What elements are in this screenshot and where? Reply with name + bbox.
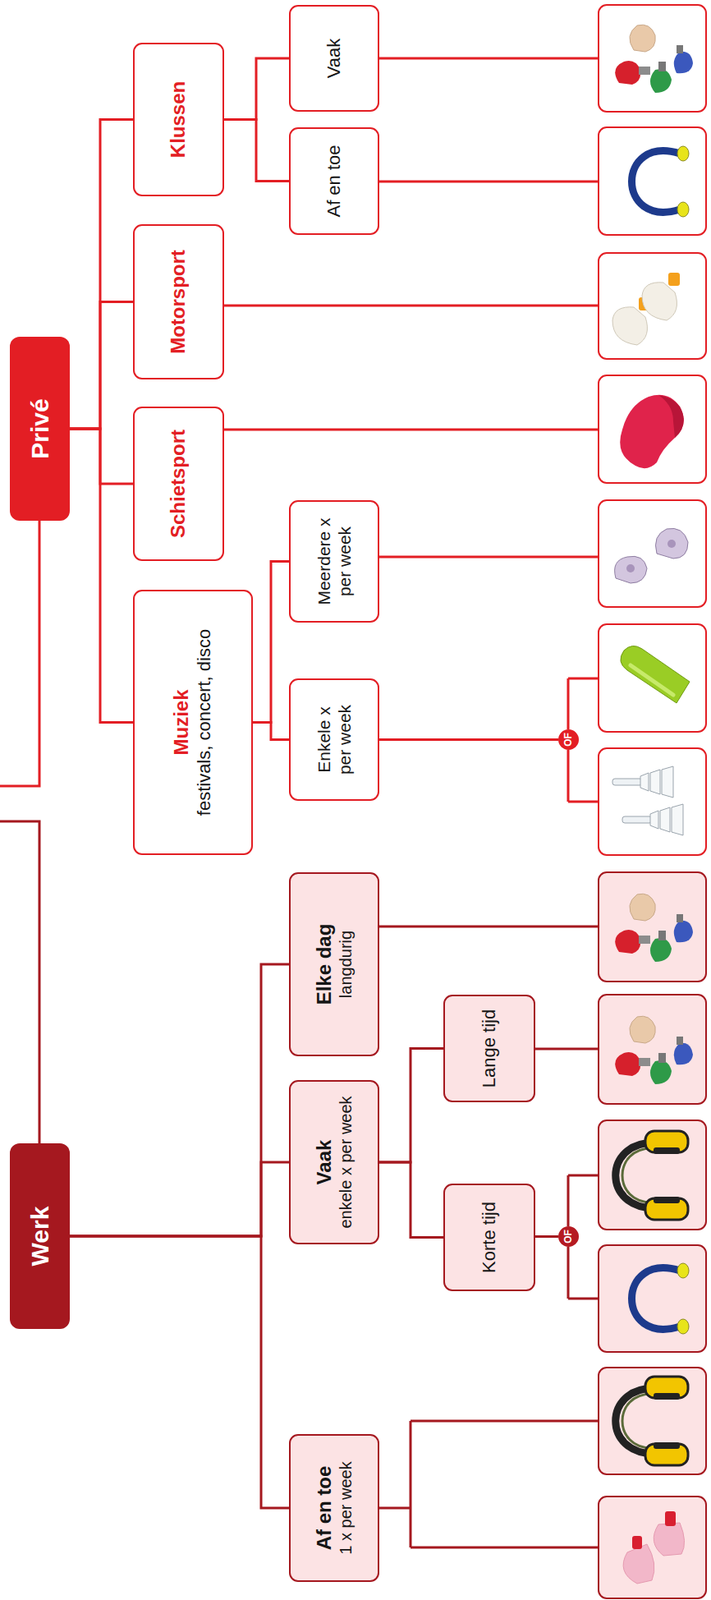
drawing-part bbox=[620, 645, 690, 703]
connector-line bbox=[379, 738, 559, 741]
drawing-part bbox=[598, 871, 707, 982]
drawing-part bbox=[598, 4, 707, 112]
box-label: Korte tijd bbox=[478, 1201, 500, 1273]
frequency-box: Elke daglangdurig bbox=[288, 871, 380, 1056]
drawing-part bbox=[619, 394, 684, 468]
or-circle: OF bbox=[558, 729, 579, 750]
drawing-part bbox=[379, 925, 599, 928]
connector-line bbox=[379, 1161, 444, 1238]
connector-line bbox=[69, 428, 134, 484]
connector-line bbox=[379, 1048, 444, 1163]
activity-box: Muziekfestivals, concert, disco bbox=[133, 589, 253, 855]
box-label: Motorsport bbox=[166, 249, 191, 354]
duration-box: Lange tijd bbox=[443, 994, 536, 1102]
drawing-part bbox=[614, 893, 693, 962]
box-label: Vaak bbox=[312, 1139, 337, 1185]
box-label: Klussen bbox=[166, 81, 191, 158]
box-label: enkele x per week bbox=[335, 1095, 356, 1228]
activity-box: Schietsport bbox=[133, 406, 225, 561]
drawing-part bbox=[0, 821, 40, 1143]
drawing-part bbox=[612, 766, 684, 835]
drawing-part bbox=[598, 994, 707, 1104]
connector-line bbox=[69, 963, 289, 1236]
connector-line bbox=[69, 1161, 289, 1236]
connector-line bbox=[252, 722, 289, 740]
box-label: OF bbox=[562, 1229, 574, 1244]
frequency-box: Vaakenkele x per week bbox=[288, 1079, 380, 1244]
connector-line bbox=[535, 1234, 559, 1238]
drawing-part bbox=[224, 304, 599, 308]
connector-line bbox=[224, 119, 289, 182]
connector-line bbox=[69, 428, 134, 723]
box-label: Muziek bbox=[169, 689, 194, 756]
drawing-part bbox=[632, 1262, 690, 1334]
drawing-part bbox=[598, 1495, 707, 1598]
drawing-part bbox=[598, 127, 707, 235]
drawing-part bbox=[615, 1130, 689, 1220]
box-label: Lange tijd bbox=[478, 1009, 500, 1088]
drawing-part bbox=[614, 24, 693, 93]
frequency-box: Af en toe bbox=[288, 127, 380, 235]
box-label: Af en toe bbox=[312, 1465, 337, 1551]
drawing-part bbox=[379, 555, 599, 559]
decorative-lines bbox=[0, 58, 599, 1547]
activity-box: Klussen bbox=[133, 42, 225, 197]
drawing-part bbox=[224, 428, 599, 432]
drawing-part bbox=[598, 1119, 707, 1230]
connector-line bbox=[252, 561, 289, 723]
box-label: festivals, concert, disco bbox=[193, 628, 216, 816]
box-label: Werk bbox=[25, 1206, 56, 1267]
drawing-part bbox=[535, 1047, 599, 1051]
activity-box: Motorsport bbox=[133, 224, 225, 380]
box-label: 1 x per week bbox=[335, 1460, 356, 1554]
drawing-part bbox=[614, 1015, 693, 1084]
frequency-box: Enkele x per week bbox=[288, 678, 380, 801]
box-label: Schietsport bbox=[166, 429, 191, 538]
drawing-part bbox=[598, 623, 707, 732]
drawing-part bbox=[612, 272, 680, 345]
drawing-part bbox=[598, 1244, 707, 1352]
box-label: Meerdere x per week bbox=[313, 513, 355, 610]
drawing-part bbox=[598, 252, 707, 359]
box-label: Enkele x per week bbox=[313, 692, 355, 788]
drawing-part bbox=[598, 499, 707, 607]
category-box: Privé bbox=[9, 336, 70, 521]
duration-box: Korte tijd bbox=[443, 1183, 536, 1291]
drawing-part bbox=[598, 747, 707, 855]
drawing-part bbox=[0, 520, 40, 786]
drawing-part bbox=[379, 180, 599, 184]
drawing-part bbox=[598, 1366, 707, 1474]
drawing-part bbox=[623, 1510, 684, 1583]
box-label: Vaak bbox=[323, 38, 345, 79]
drawing-part bbox=[379, 1420, 599, 1547]
box-label: Privé bbox=[25, 398, 56, 459]
drawing-part bbox=[379, 57, 599, 60]
frequency-box: Af en toe1 x per week bbox=[288, 1433, 380, 1582]
frequency-box: Vaak bbox=[288, 4, 380, 112]
product-frames bbox=[598, 4, 707, 1598]
connector-line bbox=[69, 119, 134, 430]
category-box: Werk bbox=[9, 1142, 70, 1329]
box-label: Af en toe bbox=[323, 144, 345, 217]
drawing-part bbox=[615, 1376, 689, 1465]
connector-line bbox=[69, 1235, 289, 1508]
box-label: langdurig bbox=[335, 930, 356, 998]
or-circle: OF bbox=[558, 1225, 579, 1247]
box-label: OF bbox=[562, 732, 574, 747]
connector-line bbox=[224, 58, 289, 120]
drawing-part bbox=[632, 146, 690, 217]
product-pictures bbox=[612, 24, 693, 1583]
drawing-part bbox=[598, 375, 707, 483]
box-label: Elke dag bbox=[312, 923, 337, 1005]
drawing-part bbox=[614, 527, 689, 583]
frequency-box: Meerdere x per week bbox=[288, 499, 380, 623]
